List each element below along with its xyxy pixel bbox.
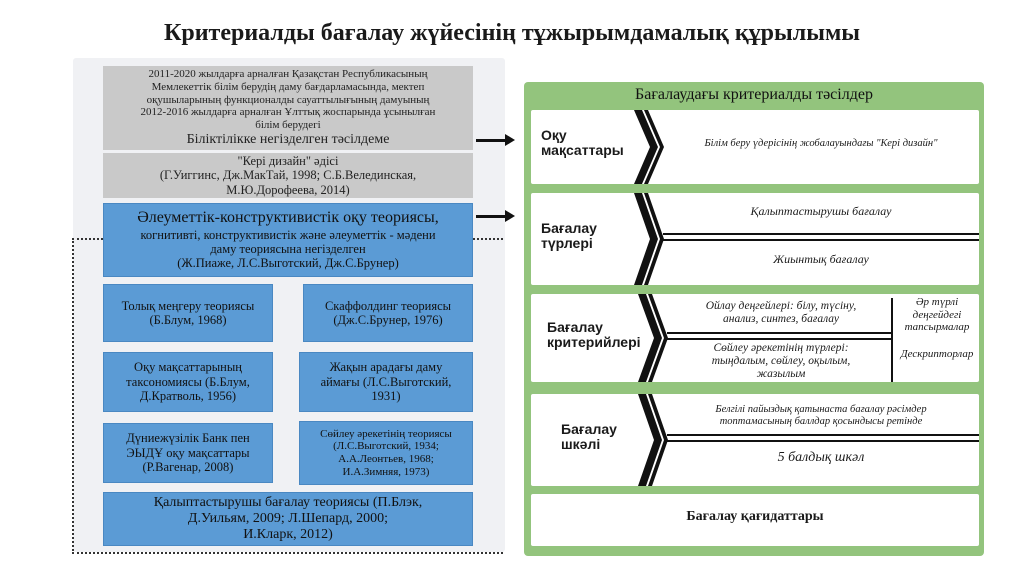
worldbank-line-2: ЭЫДҰ оқу мақсаттары	[126, 445, 250, 460]
multi-level-line-3: тапсырмалар	[904, 321, 970, 334]
formative-theory-line-3: И.Кларк, 2012)	[243, 527, 333, 543]
row-assessment-principles: Бағалау қағидаттары	[531, 494, 979, 546]
competency-line-4: 2012-2016 жылдарға арналған Ұлттық жоспа…	[140, 106, 436, 119]
arrow-2-line	[476, 215, 506, 218]
row-1-label-line-2: мақсаттары	[541, 142, 624, 159]
row-learning-objectives: Оқу мақсаттары Білім беру үдерісінің жоб…	[531, 110, 979, 184]
arrow-2-head	[505, 210, 515, 222]
row-1-label: Оқу мақсаттары	[541, 127, 624, 159]
thinking-levels-line-2: анализ, синтез, бағалау	[723, 313, 839, 326]
scaffolding-line-1: Скаффолдинг теориясы	[324, 298, 452, 313]
row-2-label-line-2: түрлері	[541, 235, 593, 252]
speech-types-line-2: тыңдалым, сөйлеу, оқылым,	[711, 355, 851, 368]
percentage-line-1: Белгілі пайыздық қатынаста бағалау рәсім…	[715, 404, 927, 415]
theory-line-3: (Ж.Пиаже, Л.С.Выготский, Дж.С.Брунер)	[177, 256, 399, 271]
row-4-label-line-1: Бағалау	[561, 421, 617, 437]
competency-line-2: Мемлекеттік білім берудің даму бағдарлам…	[151, 80, 425, 93]
formative-theory-line-2: Д.Уильям, 2009; Л.Шепард, 2000;	[187, 510, 389, 526]
speech-theory-line-4: И.А.Зимняя, 1973)	[342, 465, 430, 478]
row-assessment-scale: Бағалау шкәлі Белгілі пайыздық қатынаста…	[531, 394, 979, 486]
mastery-learning-box: Толық меңгеру теориясы (Б.Блум, 1968)	[103, 284, 273, 342]
theory-heading: Әлеуметтік-конструктивистік оқу теориясы…	[137, 209, 439, 227]
backward-design-line-1: "Кері дизайн" әдісі	[237, 153, 339, 168]
chevron-icon	[638, 294, 668, 382]
row-2-label-line-1: Бағалау	[541, 220, 597, 236]
speech-activity-types-text: Сөйлеу әрекетінің түрлері: тыңдалым, сөй…	[671, 342, 891, 382]
summative-assessment-label: Жиынтық бағалау	[773, 252, 869, 266]
taxonomy-line-1: Оқу мақсаттарының	[134, 360, 242, 375]
chevron-icon	[634, 110, 664, 184]
scaffolding-box: Скаффолдинг теориясы (Дж.С.Брунер, 1976)	[303, 284, 473, 342]
speech-activity-theory-box: Сөйлеу әрекетінің теориясы (Л.С.Выготски…	[299, 421, 473, 485]
taxonomy-line-2: таксономиясы (Б.Блум,	[126, 374, 250, 389]
speech-theory-line-2: (Л.С.Выготский, 1934;	[333, 440, 439, 453]
vertical-divider	[891, 298, 893, 382]
row-2-label: Бағалау түрлері	[541, 220, 597, 252]
speech-types-line-1: Сөйлеу әрекетінің түрлері:	[713, 342, 849, 354]
approaches-header: Бағалаудағы критериалды тәсілдер	[635, 86, 873, 103]
thinking-levels-text: Ойлау деңгейлері: білу, түсіну, анализ, …	[671, 300, 891, 326]
competency-line-5: білім берудегі	[255, 118, 321, 131]
row-4-label-line-2: шкәлі	[561, 436, 601, 453]
worldbank-line-3: (Р.Вагенар, 2008)	[142, 460, 234, 475]
arrow-1-line	[476, 139, 506, 142]
social-constructivist-theory-box: Әлеуметтік-конструктивистік оқу теориясы…	[103, 203, 473, 277]
divider-line	[663, 239, 979, 241]
worldbank-line-1: Дүниежүзілік Банк пен	[126, 431, 250, 446]
proximal-line-1: Жақын арадағы даму	[329, 360, 443, 375]
divider-line	[667, 440, 979, 442]
proximal-line-3: 1931)	[371, 389, 401, 404]
row-assessment-criteria: Бағалау критерийлері Ойлау деңгейлері: б…	[531, 294, 979, 382]
theory-line-1: когнитивті, конструктивистік және әлеуме…	[140, 227, 436, 242]
theory-line-2: даму теориясына негізделген	[210, 242, 366, 256]
backward-design-box: "Кері дизайн" әдісі (Г.Уиггинс, Дж.МакТа…	[103, 153, 473, 198]
mastery-line-2: (Б.Блум, 1968)	[149, 313, 227, 327]
row-1-text: Білім беру үдерісінің жобалауындағы "Кер…	[704, 138, 938, 149]
formative-assessment-theory-box: Қалыптастырушы бағалау теориясы (П.Блэк,…	[103, 492, 473, 546]
competency-heading: Біліктілікке негізделген тәсілдеме	[186, 131, 390, 147]
divider-line	[667, 338, 891, 340]
competency-approach-box: 2011-2020 жылдарға арналған Қазақстан Ре…	[103, 66, 473, 150]
row-3-label: Бағалау критерийлері	[547, 319, 641, 351]
descriptors-text: Дескрипторлар	[900, 348, 974, 360]
row-1-label-line-1: Оқу	[541, 127, 567, 143]
proximal-line-2: аймағы (Л.С.Выготский,	[320, 374, 452, 389]
row-4-label: Бағалау шкәлі	[561, 421, 617, 453]
proximal-development-box: Жақын арадағы даму аймағы (Л.С.Выготский…	[299, 352, 473, 412]
row-assessment-types: Бағалау түрлері Қалыптастырушы бағалау Ж…	[531, 193, 979, 285]
page-title: Критериалды бағалау жүйесінің тұжырымдам…	[163, 20, 861, 46]
divider-line	[667, 332, 891, 334]
percentage-line-2: топтамасының баллдар қосындысы ретінде	[719, 416, 923, 428]
chevron-icon	[634, 193, 664, 285]
divider-line	[663, 233, 979, 235]
formative-assessment-label: Қалыптастырушы бағалау	[750, 204, 892, 218]
row-3-label-line-1: Бағалау	[547, 319, 603, 335]
multi-level-tasks-text: Әр түрлі деңгейдегі тапсырмалар	[895, 296, 979, 334]
speech-types-line-3: жазылым	[756, 368, 806, 381]
taxonomy-line-3: Д.Кратволь, 1956)	[139, 389, 237, 404]
row-3-label-line-2: критерийлері	[547, 334, 641, 351]
mastery-line-1: Толық меңгеру теориясы	[121, 298, 255, 313]
thinking-levels-line-1: Ойлау деңгейлері: білу, түсіну,	[705, 300, 857, 312]
chevron-icon	[638, 394, 668, 486]
formative-theory-line-1: Қалыптастырушы бағалау теориясы (П.Блэк,	[153, 494, 423, 510]
assessment-principles-label: Бағалау қағидаттары	[686, 509, 824, 524]
multi-level-line-2: деңгейдегі	[912, 308, 962, 321]
backward-design-line-3: М.Ю.Дорофеева, 2014)	[226, 182, 350, 197]
multi-level-line-1: Әр түрлі	[915, 296, 959, 308]
divider-line	[667, 434, 979, 436]
five-point-scale-text: 5 балдық шкәл	[777, 450, 865, 465]
percentage-assessment-text: Белгілі пайыздық қатынаста бағалау рәсім…	[671, 404, 971, 428]
worldbank-oecd-box: Дүниежүзілік Банк пен ЭЫДҰ оқу мақсаттар…	[103, 423, 273, 483]
taxonomy-box: Оқу мақсаттарының таксономиясы (Б.Блум, …	[103, 352, 273, 412]
speech-theory-line-3: А.А.Леонтьев, 1968;	[338, 453, 434, 465]
competency-line-1: 2011-2020 жылдарға арналған Қазақстан Ре…	[148, 68, 428, 81]
competency-line-3: оқушыларының функционалды сауаттылығының…	[146, 93, 430, 106]
speech-theory-line-1: Сөйлеу әрекетінің теориясы	[320, 427, 452, 440]
backward-design-line-2: (Г.Уиггинс, Дж.МакТай, 1998; С.Б.Веледин…	[159, 168, 417, 183]
scaffolding-line-2: (Дж.С.Брунер, 1976)	[333, 313, 443, 327]
arrow-1-head	[505, 134, 515, 146]
